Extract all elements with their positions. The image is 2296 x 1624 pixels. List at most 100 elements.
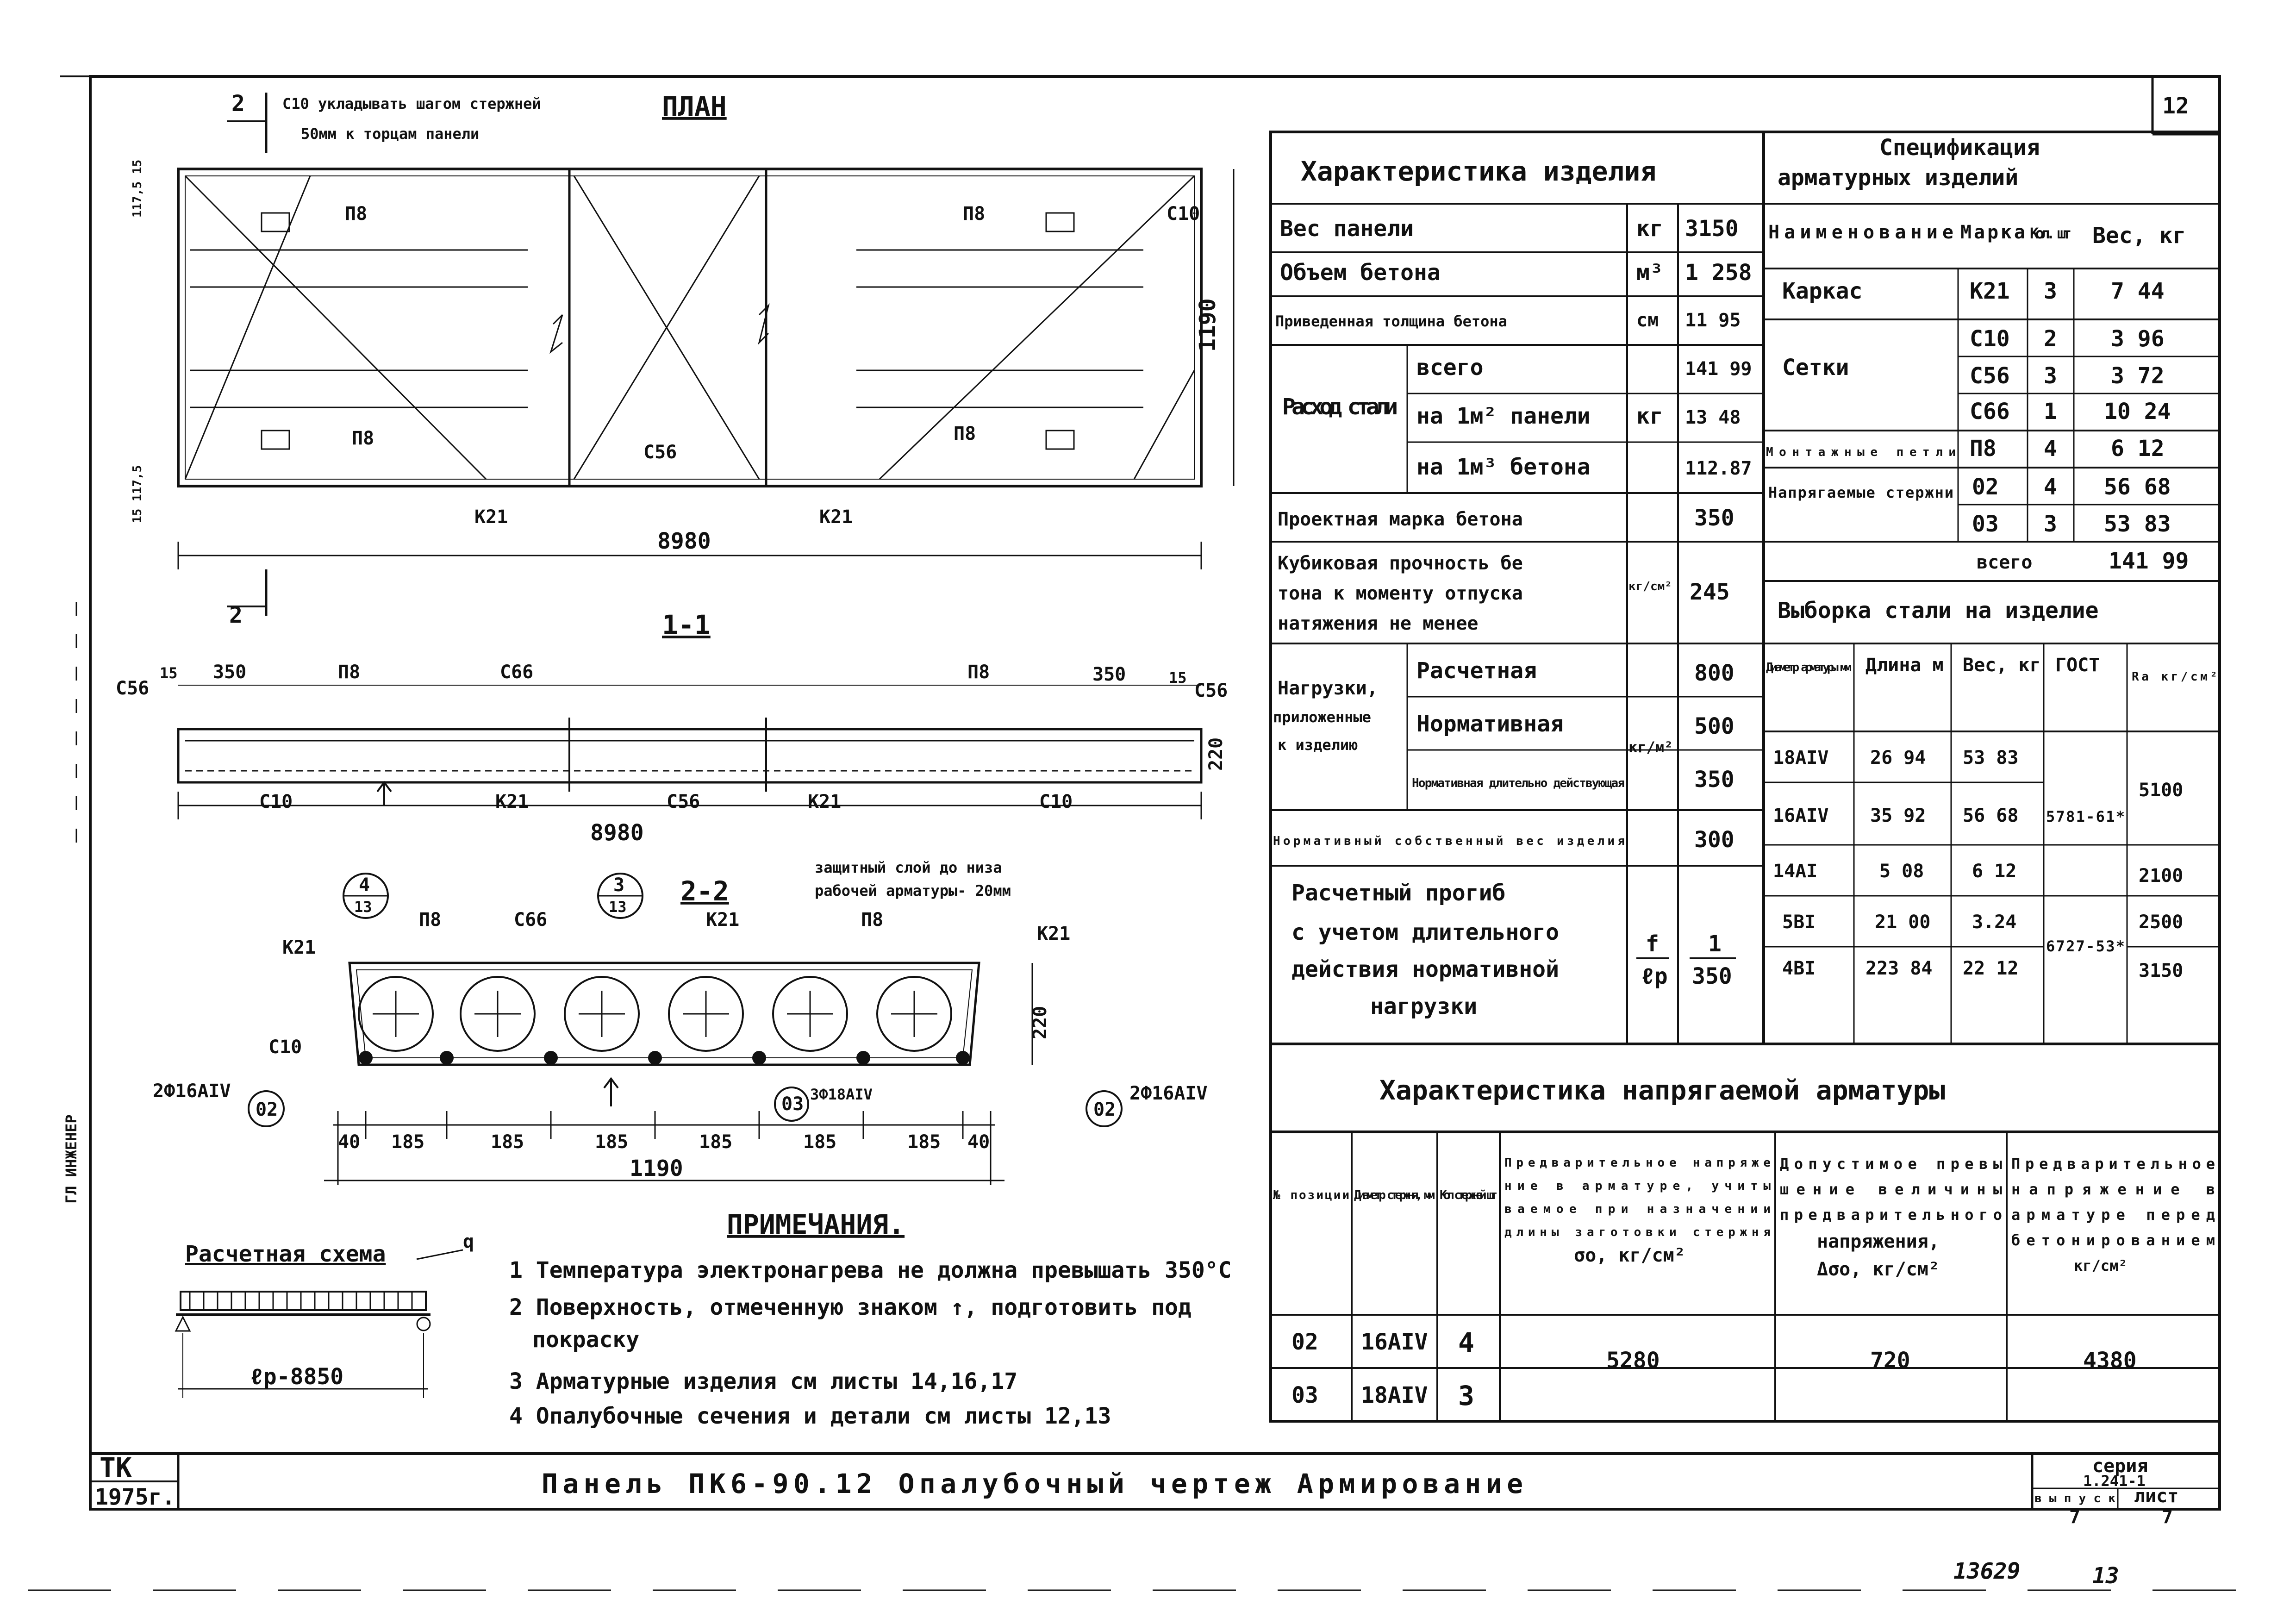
- pre-sigma0: 5280: [1606, 1348, 1660, 1374]
- tb-sheet: 7: [2162, 1506, 2173, 1528]
- spec-g2-name: Монтажные петли: [1766, 445, 1956, 459]
- spec-g1-r2-mark: С66: [1970, 399, 2010, 425]
- spec-g1-r0-mark: С10: [1970, 326, 2010, 352]
- plan-label-p8-2: П8: [352, 428, 374, 449]
- steel-ra-1: 2100: [2139, 865, 2183, 887]
- char-cube-line2: тона к моменту отпуска: [1278, 583, 1523, 604]
- steel-gost1: 5781-61*: [2046, 808, 2125, 825]
- plan-label-c10: С10: [1167, 203, 1200, 225]
- spec-total-label: всего: [1977, 552, 2032, 573]
- section-1-1-d8980: 8980: [590, 820, 644, 846]
- steel-r3-d: 5ВI: [1782, 912, 1816, 933]
- spec-g2-r0-w: 6 12: [2111, 436, 2165, 462]
- section-2-2-p8-right: П8: [861, 909, 883, 931]
- section-1-1-k21-left: К21: [495, 791, 529, 812]
- pre-h-pos: № позиции: [1273, 1188, 1349, 1202]
- pre-r0-qty: 4: [1458, 1327, 1474, 1358]
- plan-note-line2: 50мм к торцам панели: [301, 125, 479, 143]
- tb-sheet-label: лист: [2134, 1486, 2178, 1507]
- char-loads-row1-value: 500: [1694, 713, 1734, 739]
- char-loads-row1-name: Нормативная: [1416, 711, 1564, 737]
- steel-r3-w: 3.24: [1972, 912, 2016, 933]
- steel-h-diam: Диаметр арматуры мм: [1766, 661, 1852, 675]
- notes-item-1: 1 Температура электронагрева не должна п…: [509, 1257, 1232, 1283]
- spec-g0-r0-qty: 3: [2044, 278, 2057, 304]
- steel-r0-w: 53 83: [1963, 747, 2018, 768]
- pre-h-pre-3: ваемое при назначении: [1504, 1202, 1771, 1216]
- pre-h-pre-4: длины заготовки стержня: [1504, 1225, 1771, 1239]
- prestress-table: Характеристика напрягаемой арматуры № по…: [1273, 1074, 2215, 1412]
- section-2-2-height: 220: [1029, 1006, 1051, 1039]
- plan-label-p8-4: П8: [954, 423, 976, 444]
- char-defl-line1: Расчетный прогиб: [1292, 880, 1505, 906]
- char-own-weight-name: Нормативный собственный вес изделия: [1273, 834, 1625, 848]
- pre-delta: 720: [1870, 1348, 1910, 1374]
- steel-h-ra: Rа кг/см²: [2132, 670, 2217, 684]
- spec-g2-r0-qty: 4: [2044, 436, 2057, 462]
- char-steel-row0-value: 141 99: [1685, 358, 1752, 380]
- section-1-1-d220: 220: [1205, 737, 1227, 771]
- tb-org: ТК: [100, 1452, 132, 1483]
- char-defl-line3: действия нормативной: [1292, 956, 1559, 982]
- char-grade-name: Проектная марка бетона: [1278, 509, 1523, 530]
- spec-g0-name: Каркас: [1782, 278, 1862, 304]
- tables-grid: [1269, 131, 2221, 1423]
- char-row1-unit: м³: [1636, 260, 1663, 286]
- section-1-1-c56-mid: С56: [667, 791, 700, 812]
- steel-r4-len: 223 84: [1866, 958, 1933, 979]
- dim-3: 185: [595, 1131, 628, 1153]
- steel-ra-0: 5100: [2139, 780, 2183, 801]
- steel-r0-d: 18АIV: [1773, 747, 1828, 768]
- section-1-1-p8-right: П8: [967, 662, 990, 683]
- section-1-1-note-line1: защитный слой до низа: [815, 859, 1002, 876]
- spec-h-weight: Вес, кг: [2092, 223, 2186, 249]
- char-steel-row0-name: всего: [1416, 355, 1484, 381]
- section-2-2-mark-02-left: 02: [256, 1099, 278, 1120]
- notes-item-2: 2 Поверхность, отмеченную знаком ↑, подг…: [509, 1294, 1192, 1320]
- spec-g1-r1-w: 3 72: [2111, 363, 2165, 389]
- steel-h-gost: ГОСТ: [2055, 655, 2100, 676]
- section-2-2-title: 2-2: [680, 875, 729, 907]
- plan-title: ПЛАН: [662, 91, 727, 122]
- char-own-weight-value: 300: [1694, 827, 1734, 853]
- prestress-bars: [359, 1051, 970, 1065]
- spec-g3-name: Напрягаемые стержни: [1768, 484, 1953, 501]
- char-loads-row2-value: 350: [1694, 767, 1734, 793]
- section-1-1-c56-right: С56: [1194, 680, 1228, 701]
- notes-item-4: 4 Опалубочные сечения и детали см листы …: [509, 1403, 1111, 1429]
- spec-g1-r2-w: 10 24: [2104, 399, 2171, 425]
- steel-title: Выборка стали на изделие: [1778, 598, 2099, 624]
- spec-g1-r1-qty: 3: [2044, 363, 2057, 389]
- spec-h-qty: Кол. шт: [2030, 225, 2071, 242]
- section-1-1-title: 1-1: [662, 609, 711, 641]
- plan-label-k21-2: К21: [819, 506, 853, 528]
- steel-r2-w: 6 12: [1972, 861, 2016, 882]
- spec-g3-r0-mark: 02: [1972, 474, 1999, 500]
- plan-label-p8-1: П8: [345, 203, 367, 225]
- char-cube-line3: натяжения не менее: [1278, 613, 1478, 634]
- steel-r2-d: 14АI: [1773, 861, 1817, 882]
- steel-r1-w: 56 68: [1963, 805, 2018, 826]
- char-defl-value-top: 1: [1708, 931, 1722, 957]
- spec-h-mark: Марка: [1960, 222, 2025, 243]
- pre-h-bef-2: напряжение в: [2011, 1181, 2215, 1198]
- spec-title-2: арматурных изделий: [1778, 165, 2018, 191]
- tb-issue: 7: [2069, 1506, 2080, 1528]
- char-loads-unit: кг/м²: [1628, 738, 1673, 756]
- pre-h-exc-3: предварительного: [1780, 1206, 2002, 1224]
- char-cube-value: 245: [1690, 579, 1730, 605]
- pre-h-exc-2: шение величины: [1780, 1181, 2002, 1198]
- spec-g3-r1-qty: 3: [2044, 511, 2057, 537]
- spec-g3-r1-mark: 03: [1972, 511, 1999, 537]
- notes-item-3: 3 Арматурные изделия см листы 14,16,17: [509, 1368, 1017, 1394]
- callout-3-den: 13: [609, 898, 627, 916]
- plan-dim-left-top: 117,5 15: [131, 160, 144, 218]
- steel-r1-len: 35 92: [1870, 805, 1926, 826]
- section-1-1-d350-right: 350: [1092, 664, 1126, 685]
- side-stamp: ГЛ ИНЖЕНЕР: [62, 1114, 80, 1204]
- section-1-1-c10-right: С10: [1039, 791, 1073, 812]
- steel-gost2: 6727-53*: [2046, 937, 2125, 955]
- spec-g2-r0-mark: П8: [1970, 436, 1997, 462]
- char-row1-name: Объем бетона: [1280, 260, 1441, 286]
